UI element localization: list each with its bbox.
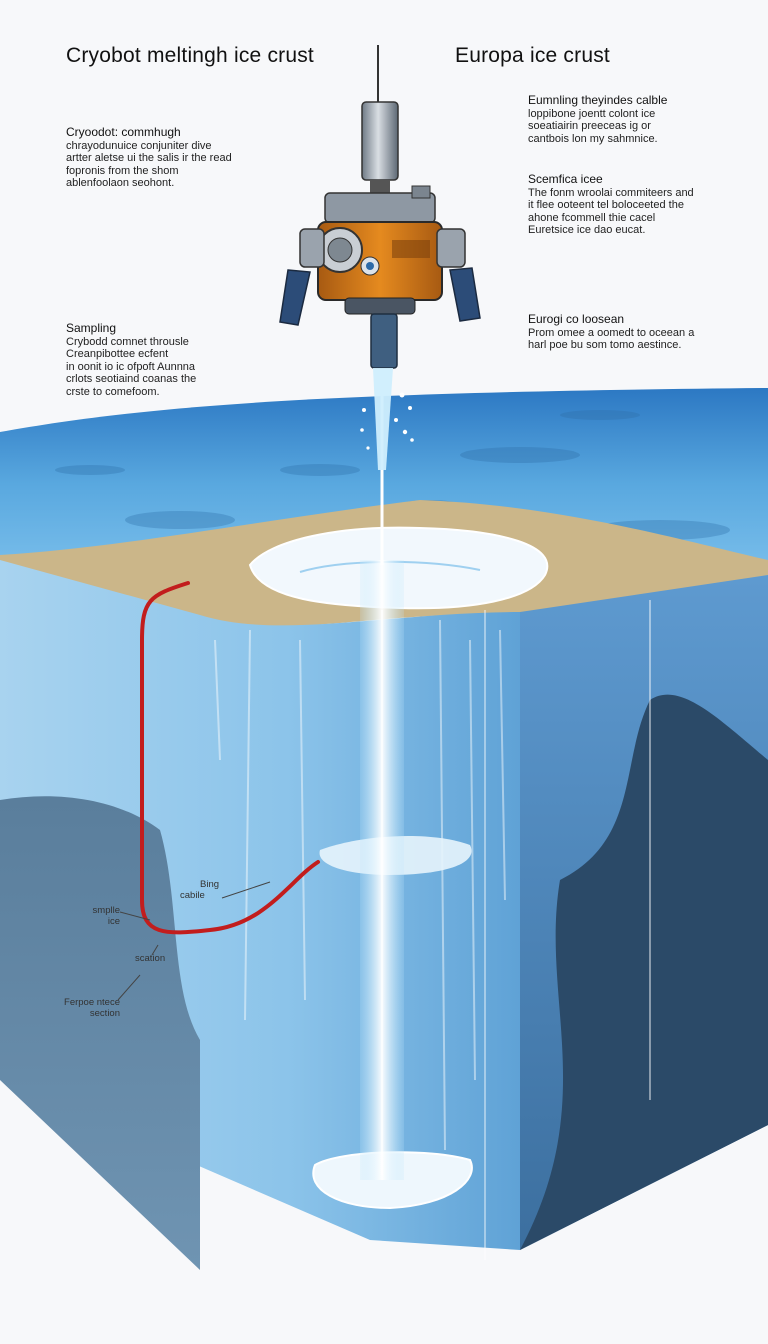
info-line: The fonm wroolai commiteers and [528, 186, 694, 199]
info-line: it flee ooteent tel boloceeted the [528, 199, 684, 211]
cryobot-probe [279, 45, 481, 369]
ice-streaks [214, 600, 651, 1151]
sampling-cable [140, 581, 320, 935]
info-block-heading: Eumnling theyindes calble [528, 93, 668, 107]
melt-jet [373, 368, 393, 470]
callout-sample-ice: smplle ice [72, 905, 120, 927]
info-block-ocean: Eurogi co loosean Prom omee a oomedt to … [528, 313, 694, 352]
info-block-cable: Eumnling theyindes calble loppibone joen… [528, 94, 667, 145]
info-line: loppibone joentt colont ice [528, 107, 656, 120]
info-line: Creanpibottee ecfent [66, 348, 169, 360]
callout-leaders [117, 881, 271, 1001]
callout-line: cabile [180, 890, 205, 901]
info-line: harl poe bu som tomo aestince. [528, 339, 682, 351]
callout-line: smplle [92, 905, 120, 916]
callout-line: scation [135, 953, 166, 964]
solar-panel-left [279, 269, 311, 326]
info-line: cantbois lon my sahmnice. [528, 132, 658, 145]
deep-rock-left [0, 796, 200, 1270]
callout-europa-section: Ferpoe ntece section [40, 997, 120, 1019]
info-block-heading: Cryoodot: commhugh [66, 125, 181, 139]
info-line: ahone fcommell thie cacel [528, 211, 656, 224]
info-line: crste to comefoom. [66, 385, 160, 398]
solar-panel-right [449, 267, 481, 322]
info-block-science: Scemfica icee The fonm wroolai commiteer… [528, 173, 694, 237]
callout-section: scation [135, 953, 165, 964]
upper-cylinder [361, 101, 399, 181]
info-line: in oonit io ic ofpoft Aunnna [66, 360, 196, 373]
info-line: ablenfoolaon seohont. [66, 177, 175, 189]
info-line: fopronis from the shom [66, 164, 179, 177]
callout-line: Ferpoe ntece [64, 997, 120, 1008]
melt-head [370, 313, 398, 369]
callout-line: ice [107, 916, 120, 927]
info-block-heading: Scemfica icee [528, 172, 603, 186]
droplets [360, 392, 414, 450]
info-block-heading: Sampling [66, 321, 117, 335]
info-line: Euretsice ice dao eucat. [528, 224, 646, 236]
title-left: Cryobot meltingh ice crust [66, 44, 314, 67]
info-block-heading: Eurogi co loosean [528, 312, 625, 326]
info-line: Crybodd comnet throusle [66, 335, 189, 348]
info-line: crlots seotiaind coanas the [66, 373, 197, 385]
info-block-sampling: Sampling Crybodd comnet throusle Creanpi… [66, 322, 196, 398]
callout-line: Bing [200, 879, 220, 890]
title-right: Europa ice crust [455, 44, 610, 67]
info-block-cryobot: Cryoodot: commhugh chrayodunuice conjuni… [66, 126, 232, 190]
info-line: Prom omee a oomedt to oceean a [528, 326, 695, 339]
info-line: chrayodunuice conjuniter dive [66, 139, 212, 152]
deep-rock-right [520, 694, 768, 1250]
info-line: artter aletse ui the salis ir the read [66, 152, 232, 164]
callout-bing-cable: Bing cabile [180, 879, 219, 901]
callout-line: section [89, 1008, 120, 1019]
info-line: soeatiairin preeceas ig or [528, 120, 651, 132]
